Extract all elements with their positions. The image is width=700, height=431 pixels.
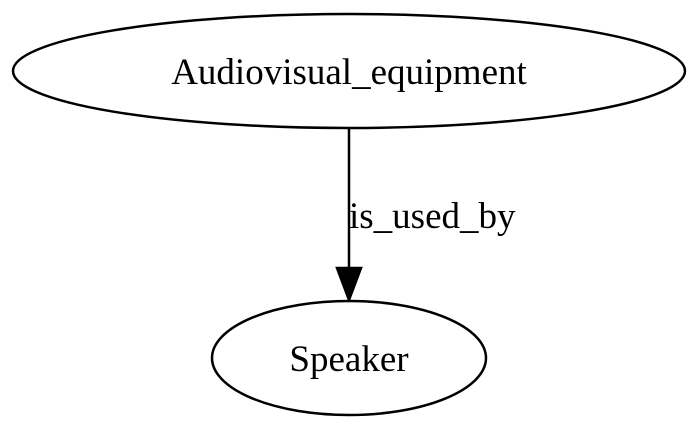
node-speaker-label: Speaker bbox=[289, 339, 408, 380]
edge-label: is_used_by bbox=[349, 196, 516, 237]
node-speaker: Speaker bbox=[210, 299, 488, 417]
node-audiovisual-equipment: Audiovisual_equipment bbox=[11, 12, 687, 130]
node-speaker-ellipse bbox=[210, 299, 488, 417]
node-audiovisual-equipment-label: Audiovisual_equipment bbox=[171, 52, 527, 93]
arrowhead-icon bbox=[335, 266, 363, 304]
edge-is-used-by: is_used_by bbox=[335, 128, 516, 304]
